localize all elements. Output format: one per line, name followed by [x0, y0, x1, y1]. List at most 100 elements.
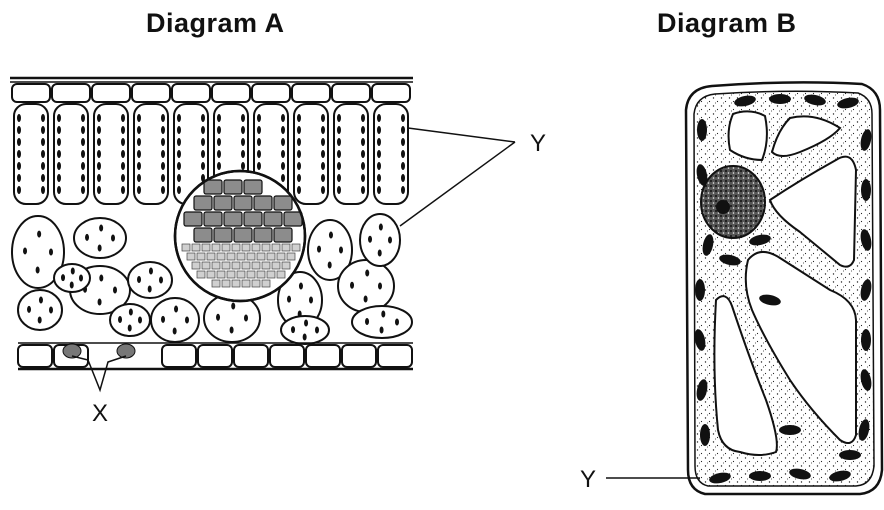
xylem-cell: [254, 228, 272, 242]
chloroplast: [41, 162, 45, 170]
chloroplast: [201, 162, 205, 170]
chloroplast: [861, 329, 871, 351]
chloroplast: [57, 174, 61, 182]
phloem-cell: [262, 280, 270, 287]
chloroplast: [61, 274, 65, 281]
chloroplast: [697, 119, 707, 141]
chloroplast: [129, 309, 133, 316]
phloem-cell: [192, 244, 200, 251]
phloem-cell: [212, 262, 220, 269]
chloroplast: [377, 126, 381, 134]
chloroplast: [395, 319, 399, 326]
phloem-cell: [247, 253, 255, 260]
chloroplast: [97, 138, 101, 146]
chloroplast: [749, 471, 771, 481]
upper-epidermis-cell: [252, 84, 290, 102]
phloem-cell: [192, 262, 200, 269]
chloroplast: [281, 126, 285, 134]
chloroplast: [121, 114, 125, 122]
label-y-diagram-a: Y: [530, 130, 546, 158]
chloroplast: [177, 114, 181, 122]
chloroplast: [137, 276, 141, 283]
phloem-cell: [202, 262, 210, 269]
chloroplast: [148, 285, 152, 292]
chloroplast: [81, 126, 85, 134]
chloroplast: [81, 174, 85, 182]
chloroplast: [337, 162, 341, 170]
chloroplast: [81, 138, 85, 146]
phloem-cell: [257, 253, 265, 260]
chloroplast: [401, 162, 405, 170]
chloroplast: [81, 150, 85, 158]
chloroplast: [297, 114, 301, 122]
phloem-cell: [232, 244, 240, 251]
chloroplast: [161, 162, 165, 170]
spongy-cell: [74, 218, 126, 258]
chloroplast: [201, 126, 205, 134]
chloroplast: [241, 138, 245, 146]
chloroplast: [779, 425, 801, 435]
phloem-cell: [252, 280, 260, 287]
chloroplast: [365, 318, 369, 325]
chloroplast: [85, 234, 89, 241]
phloem-cell: [292, 244, 300, 251]
chloroplast: [328, 261, 332, 268]
phloem-cell: [277, 271, 285, 278]
chloroplast: [17, 114, 21, 122]
xylem-cell: [274, 228, 292, 242]
chloroplast: [97, 114, 101, 122]
chloroplast: [49, 249, 53, 256]
lower-epidermis-cell: [270, 345, 304, 367]
diagram-b-title: Diagram B: [657, 8, 797, 39]
xylem-cell: [194, 228, 212, 242]
chloroplast: [317, 246, 321, 253]
chloroplast: [57, 162, 61, 170]
chloroplast: [137, 150, 141, 158]
nucleus: [701, 166, 765, 238]
chloroplast: [174, 306, 178, 313]
phloem-cell: [227, 253, 235, 260]
chloroplast: [71, 268, 75, 275]
phloem-cell: [247, 271, 255, 278]
chloroplast: [97, 174, 101, 182]
chloroplast: [700, 424, 710, 446]
chloroplast: [287, 296, 291, 303]
upper-epidermis-cell: [172, 84, 210, 102]
upper-epidermis-cell: [52, 84, 90, 102]
phloem-cell: [277, 253, 285, 260]
xylem-cell: [234, 196, 252, 210]
phloem-cell: [237, 253, 245, 260]
chloroplast: [57, 138, 61, 146]
chloroplast: [365, 270, 369, 277]
phloem-cell: [282, 262, 290, 269]
chloroplast: [217, 114, 221, 122]
chloroplast: [361, 150, 365, 158]
chloroplast: [41, 186, 45, 194]
chloroplast: [380, 326, 384, 333]
label-y-diagram-b: Y: [580, 466, 596, 494]
chloroplast: [41, 174, 45, 182]
chloroplast: [368, 236, 372, 243]
chloroplast: [57, 114, 61, 122]
upper-epidermis-cell: [372, 84, 410, 102]
chloroplast: [137, 174, 141, 182]
phloem-cell: [222, 280, 230, 287]
phloem-cell: [267, 271, 275, 278]
chloroplast: [350, 282, 354, 289]
chloroplast: [257, 162, 261, 170]
chloroplast: [177, 138, 181, 146]
xylem-cell: [264, 212, 282, 226]
lower-epidermis-cell: [306, 345, 340, 367]
phloem-cell: [232, 280, 240, 287]
chloroplast: [121, 138, 125, 146]
chloroplast: [309, 297, 313, 304]
chloroplast: [321, 138, 325, 146]
chloroplast: [138, 317, 142, 324]
chloroplast: [41, 114, 45, 122]
label-x-diagram-a: X: [92, 400, 108, 428]
chloroplast: [81, 186, 85, 194]
chloroplast: [216, 314, 220, 321]
phloem-cell: [207, 271, 215, 278]
chloroplast: [128, 324, 132, 331]
chloroplast: [291, 326, 295, 333]
